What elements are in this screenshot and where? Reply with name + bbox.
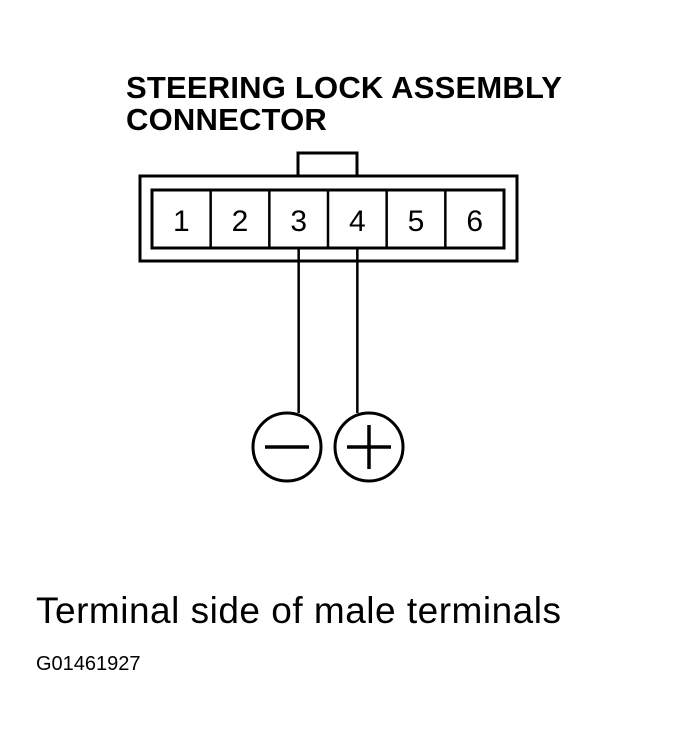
pin-label-4: 4 (349, 205, 366, 238)
terminal-pins: 1 2 3 4 5 6 (173, 190, 483, 248)
plus-icon (347, 425, 391, 469)
pin-label-3: 3 (290, 205, 307, 238)
test-probes (251, 248, 405, 483)
connector-lock-tab (296, 151, 359, 179)
connector-title: STEERING LOCK ASSEMBLY CONNECTOR (126, 72, 562, 136)
connector-title-line-1: STEERING LOCK ASSEMBLY (126, 70, 563, 105)
pin-label-1: 1 (173, 205, 190, 238)
pin-label-6: 6 (466, 205, 483, 238)
figure-code: G01461927 (36, 653, 141, 675)
pin-label-2: 2 (232, 205, 249, 238)
caption: Terminal side of male terminals (36, 590, 562, 631)
pin-label-5: 5 (408, 205, 425, 238)
connector-title-line-2: CONNECTOR (126, 102, 328, 137)
